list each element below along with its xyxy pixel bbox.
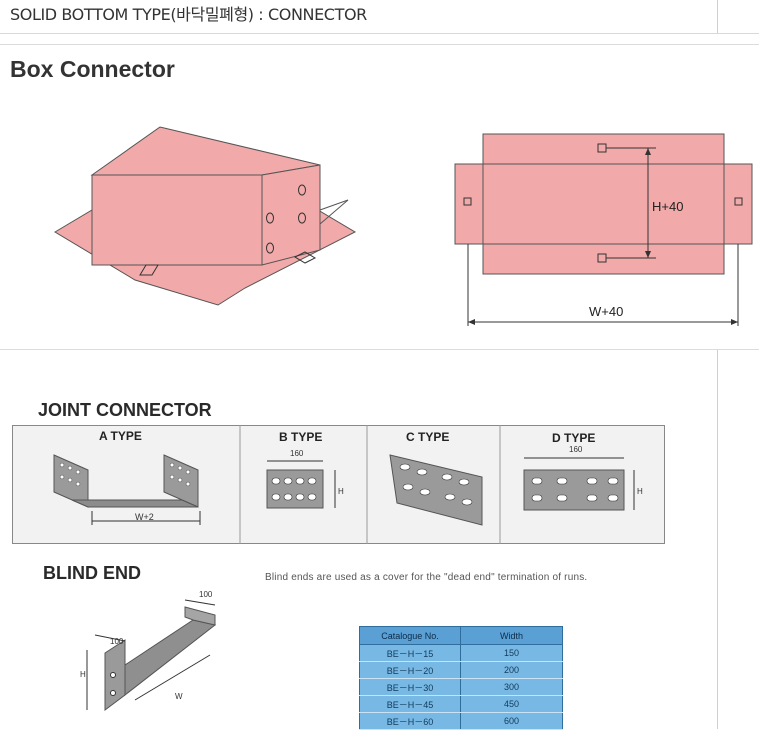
- table-cell: BE－H－30: [359, 678, 461, 696]
- column-divider: [717, 350, 718, 729]
- a-type-dim: W+2: [135, 512, 154, 522]
- table-cell: BE－H－60: [359, 712, 461, 730]
- dim-width-label: W+40: [589, 304, 624, 319]
- joint-connector-panel: [12, 425, 665, 544]
- a-type-label: A TYPE: [99, 429, 142, 443]
- table-cell: BE－H－20: [359, 661, 461, 679]
- box-connector-isometric-drawing: [54, 126, 357, 306]
- d-type-dim-top: 160: [569, 445, 583, 454]
- table-cell: 150: [460, 644, 563, 662]
- blind-dim-height: H: [80, 670, 86, 679]
- table-cell: 300: [460, 678, 563, 696]
- box-connector-plan-drawing: [454, 133, 753, 326]
- table-cell: 200: [460, 661, 563, 679]
- blind-dim-width: W: [175, 692, 183, 701]
- column-divider: [717, 0, 718, 33]
- box-connector-title: Box Connector: [10, 56, 175, 82]
- blind-end-description: Blind ends are used as a cover for the "…: [265, 572, 588, 583]
- b-type-dim-top: 160: [290, 449, 304, 458]
- page-title: SOLID BOTTOM TYPE(바닥밀폐형) : CONNECTOR: [10, 5, 367, 24]
- table-cell: 450: [460, 695, 563, 713]
- table-cell: BE－H－45: [359, 695, 461, 713]
- section-divider: [0, 349, 759, 350]
- joint-connector-title: JOINT CONNECTOR: [38, 400, 212, 420]
- d-type-dim-side: H: [637, 487, 643, 496]
- table-cell: BE－H－15: [359, 644, 461, 662]
- blind-dim-left: 100: [110, 637, 124, 646]
- table-cell: 600: [460, 712, 563, 730]
- blind-dim-top: 100: [199, 590, 213, 599]
- b-type-label: B TYPE: [279, 430, 323, 444]
- table-header-width: Width: [460, 626, 563, 645]
- blind-end-title: BLIND END: [43, 563, 141, 583]
- b-type-dim-side: H: [338, 487, 344, 496]
- d-type-label: D TYPE: [552, 431, 596, 445]
- section-divider: [0, 44, 759, 45]
- dim-height-label: H+40: [652, 199, 684, 214]
- table-header-catalogue: Catalogue No.: [359, 626, 461, 645]
- top-bar: SOLID BOTTOM TYPE(바닥밀폐형) : CONNECTOR: [0, 0, 759, 34]
- c-type-label: C TYPE: [406, 430, 450, 444]
- blind-end-drawing: [86, 599, 217, 711]
